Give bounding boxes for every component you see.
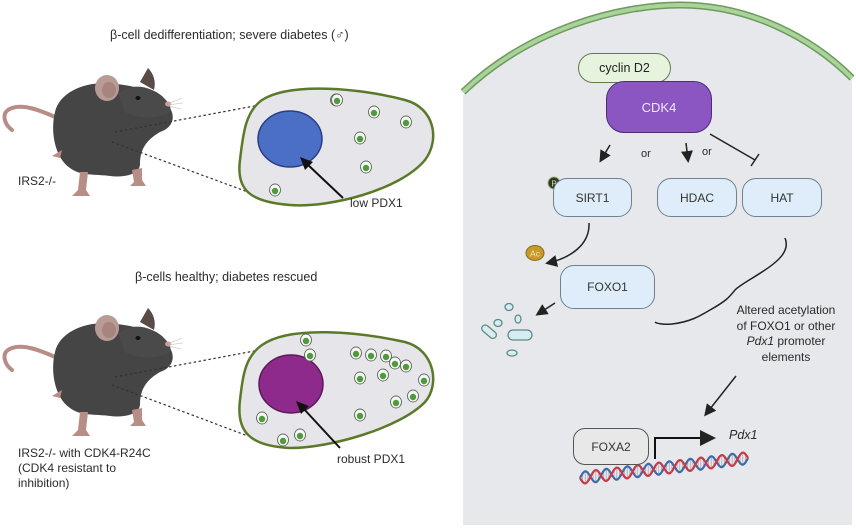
insulin-granule-core <box>420 377 428 385</box>
insulin-granule-core <box>402 363 410 371</box>
hdac-node: HDAC <box>657 178 737 217</box>
dna-strand-red <box>579 451 749 485</box>
nucleus-low-pdx1 <box>257 110 323 168</box>
insulin-granule-core <box>333 97 341 105</box>
insulin-granule-core <box>302 337 310 345</box>
zoom-line <box>111 384 249 437</box>
sirt1-node: SIRT1 <box>553 178 632 217</box>
insulin-granules-bottom <box>256 333 430 447</box>
degraded-fragments <box>481 302 533 357</box>
low-pdx1-label: low PDX1 <box>350 196 403 210</box>
insulin-granule-core <box>279 437 287 445</box>
cdk4-node: CDK4 <box>606 81 712 133</box>
bottom-scenario-title: β-cells healthy; diabetes rescued <box>135 270 318 284</box>
zoom-line <box>111 141 249 193</box>
insulin-granule-core <box>362 164 370 172</box>
insulin-granule-core <box>356 135 364 143</box>
insulin-granule-core <box>382 353 390 361</box>
svg-text:Ac: Ac <box>530 249 541 259</box>
zoom-line <box>114 348 266 378</box>
insulin-granule-core <box>356 375 364 383</box>
arrow-deacetylate-foxo1 <box>545 222 590 267</box>
robust-pdx1-label: robust PDX1 <box>337 452 406 466</box>
dna-helix <box>579 451 749 485</box>
insulin-granule-core <box>356 412 364 420</box>
hat-connector <box>654 237 787 325</box>
nucleus-robust-pdx1 <box>258 354 324 414</box>
insulin-granule-core <box>367 352 375 360</box>
mouse-label-irs2-ko: IRS2-/- <box>18 174 57 188</box>
arrow-degradation <box>535 302 556 316</box>
insulin-granule-core <box>296 432 304 440</box>
or-label: or <box>702 146 712 158</box>
insulin-granule-core <box>306 352 314 360</box>
insulin-granule-core <box>271 187 279 195</box>
insulin-granule-core <box>352 350 360 358</box>
arrow-head <box>300 157 313 170</box>
transcription-start-arrow <box>654 430 716 459</box>
acetylation-annotation: Altered acetylation of FOXO1 or other Pd… <box>736 303 836 364</box>
insulin-granule-core <box>392 399 400 407</box>
insulin-granule-core <box>409 393 417 401</box>
insulin-granule-core <box>370 109 378 117</box>
cyclin-d2-node: cyclin D2 <box>578 53 671 83</box>
insulin-granule-core <box>402 119 410 127</box>
foxa2-node: FOXA2 <box>573 428 649 465</box>
insulin-granule-core <box>379 372 387 380</box>
foxo1-node: FOXO1 <box>560 265 655 309</box>
arrow-to-hdac <box>680 142 693 163</box>
pdx1-gene-label: Pdx1 <box>729 428 758 442</box>
insulin-granules-top <box>269 93 412 197</box>
mouse-label-cdk4-r24c: IRS2-/- with CDK4-R24C (CDK4 resistant t… <box>18 446 151 490</box>
insulin-granule-core <box>391 360 399 368</box>
zoom-line <box>114 103 266 133</box>
arrow-to-sirt1 <box>599 144 611 163</box>
hat-node: HAT <box>742 178 822 217</box>
acetyl-badge <box>525 245 545 261</box>
insulin-granule-core <box>258 415 266 423</box>
arrow-to-pdx1 <box>704 375 737 417</box>
inhibit-hat <box>709 133 756 161</box>
top-scenario-title: β-cell dedifferentiation; severe diabete… <box>110 28 349 42</box>
cell-cytoplasm <box>463 8 852 525</box>
arrow-head <box>296 401 309 414</box>
or-label: or <box>641 148 651 160</box>
